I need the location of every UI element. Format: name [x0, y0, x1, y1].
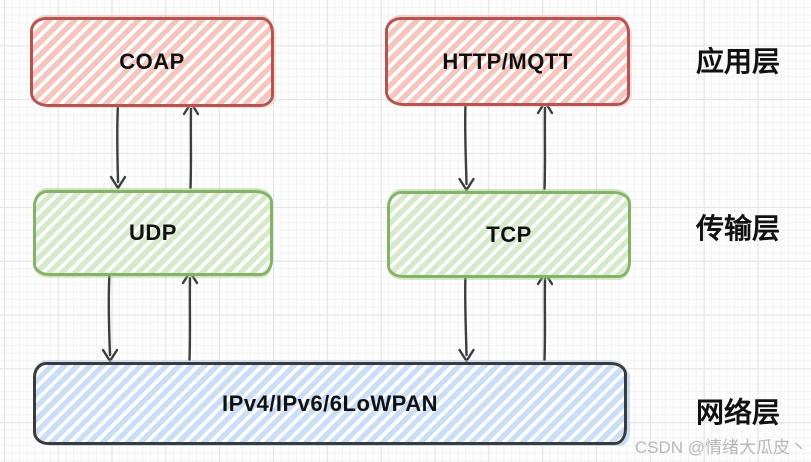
box-udp: UDP	[33, 190, 273, 276]
label-network-layer: 网络层	[695, 397, 780, 428]
box-network-protocols-label: IPv4/IPv6/6LoWPAN	[222, 390, 438, 416]
arrow-tcp-to-httpmqtt-icon	[536, 100, 554, 191]
box-tcp-label: TCP	[486, 221, 532, 247]
box-http-mqtt: HTTP/MQTT	[385, 17, 630, 106]
arrow-coap-to-udp-icon	[109, 102, 127, 190]
label-transport-layer: 传输层	[695, 213, 780, 244]
watermark: CSDN @情绪大瓜皮丶	[634, 438, 807, 457]
box-http-mqtt-label: HTTP/MQTT	[442, 48, 573, 74]
box-coap: COAP	[30, 17, 274, 107]
arrow-udp-to-coap-icon	[182, 101, 200, 190]
arrow-tcp-to-network-icon	[458, 273, 475, 363]
box-tcp: TCP	[387, 191, 631, 278]
box-network-protocols: IPv4/IPv6/6LoWPAN	[33, 362, 627, 445]
box-udp-label: UDP	[129, 220, 177, 245]
arrow-udp-to-network-icon	[101, 271, 119, 363]
arrow-httpmqtt-to-tcp-icon	[458, 101, 475, 192]
arrow-network-to-tcp-icon	[536, 271, 554, 362]
label-application-layer: 应用层	[695, 46, 780, 77]
arrow-network-to-udp-icon	[181, 270, 199, 362]
box-coap-label: COAP	[119, 49, 185, 74]
